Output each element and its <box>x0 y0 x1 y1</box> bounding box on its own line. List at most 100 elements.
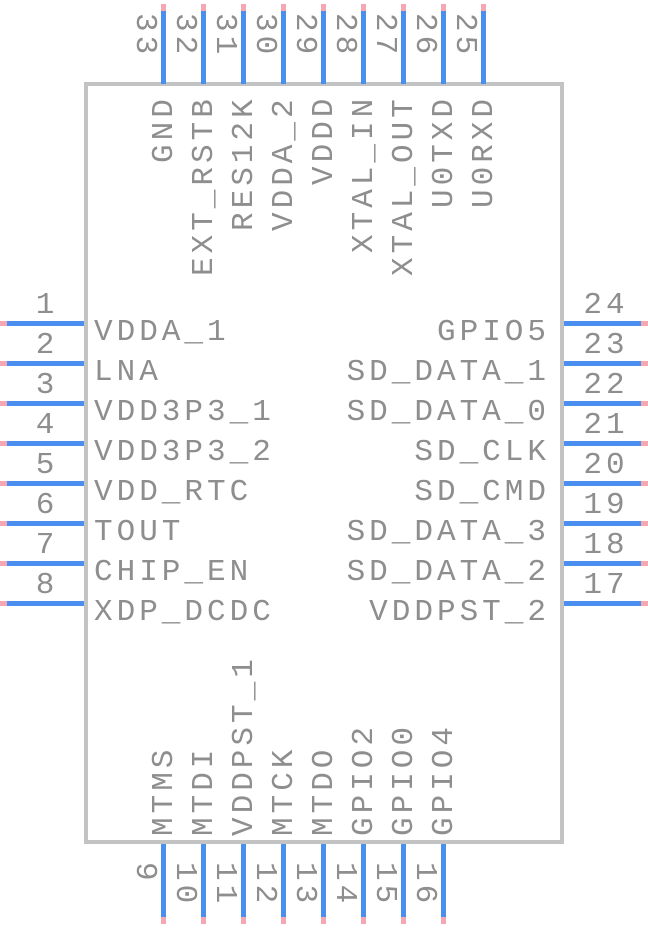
pin-number: 20 <box>583 448 629 483</box>
pin-tip <box>441 4 446 11</box>
pin-label: VDD3P3_2 <box>94 435 275 470</box>
pin-tip <box>481 4 486 11</box>
pin-number: 21 <box>583 408 629 443</box>
pin-line <box>0 361 84 366</box>
pin-label: U0RXD <box>467 94 502 208</box>
pin-tip <box>641 481 648 486</box>
pin-line <box>564 361 648 366</box>
pin-label: SD_DATA_0 <box>346 395 550 430</box>
pin-tip <box>641 441 648 446</box>
pin-label: VDD_RTC <box>94 475 253 510</box>
pin-tip <box>321 917 326 924</box>
pin-number: 13 <box>287 862 322 908</box>
pin-number: 12 <box>247 862 282 908</box>
pin-tip <box>241 4 246 11</box>
pin-line <box>564 601 648 606</box>
pin-line <box>441 844 446 924</box>
pin-line <box>481 4 486 84</box>
pin-line <box>201 4 206 84</box>
pin-tip <box>401 917 406 924</box>
pin-number: 6 <box>35 488 59 523</box>
pin-line <box>0 321 84 326</box>
pin-tip <box>201 917 206 924</box>
pin-number: 10 <box>167 862 202 908</box>
pin-number: 32 <box>167 12 202 59</box>
pin-label: VDDPST_2 <box>369 595 550 630</box>
pin-label: MTDO <box>307 745 342 836</box>
pin-label: XDP_DCDC <box>94 595 275 630</box>
pin-line <box>564 441 648 446</box>
pin-label: CHIP_EN <box>94 555 253 590</box>
pin-line <box>361 844 366 924</box>
pin-number: 27 <box>367 12 402 59</box>
pin-label: SD_CLK <box>414 435 550 470</box>
pin-tip <box>641 321 648 326</box>
pin-number: 23 <box>583 328 629 363</box>
pin-line <box>241 4 246 84</box>
pin-line <box>0 521 84 526</box>
pin-label: VDDA_1 <box>94 315 230 350</box>
pin-line <box>0 441 84 446</box>
pin-label: SD_DATA_2 <box>346 555 550 590</box>
pin-tip <box>0 321 7 326</box>
pin-tip <box>0 601 7 606</box>
pin-line <box>401 4 406 84</box>
pin-label: VDDPST_1 <box>227 655 262 836</box>
pin-number: 28 <box>327 12 362 59</box>
pin-tip <box>0 401 7 406</box>
pin-tip <box>201 4 206 11</box>
pin-number: 16 <box>407 862 442 908</box>
pin-tip <box>241 917 246 924</box>
pin-number: 15 <box>367 862 402 908</box>
pin-tip <box>0 521 7 526</box>
pin-line <box>281 4 286 84</box>
pin-tip <box>0 361 7 366</box>
pin-label: XTAL_IN <box>347 94 382 254</box>
pin-label: U0TXD <box>427 94 462 208</box>
pin-number: 31 <box>207 12 242 59</box>
pin-tip <box>0 561 7 566</box>
pin-tip <box>161 4 166 11</box>
pin-tip <box>641 601 648 606</box>
pin-label: XTAL_OUT <box>387 94 422 276</box>
pin-tip <box>641 401 648 406</box>
pin-label: MTCK <box>267 745 302 836</box>
pin-line <box>564 401 648 406</box>
pin-number: 11 <box>207 862 242 908</box>
pin-number: 3 <box>35 368 59 403</box>
pin-number: 26 <box>407 12 442 59</box>
pin-line <box>0 561 84 566</box>
pin-tip <box>441 917 446 924</box>
pin-number: 25 <box>447 12 482 59</box>
pin-line <box>161 844 166 924</box>
pin-line <box>564 521 648 526</box>
pin-label: TOUT <box>94 515 185 550</box>
pin-number: 14 <box>327 862 362 908</box>
pin-number: 7 <box>35 528 59 563</box>
pin-label: VDD3P3_1 <box>94 395 275 430</box>
pin-line <box>161 4 166 84</box>
pin-tip <box>321 4 326 11</box>
pin-line <box>564 321 648 326</box>
pin-tip <box>281 917 286 924</box>
pin-line <box>321 4 326 84</box>
pin-line <box>361 4 366 84</box>
pin-label: SD_DATA_3 <box>346 515 550 550</box>
pin-line <box>321 844 326 924</box>
pin-line <box>0 601 84 606</box>
pin-number: 2 <box>35 328 59 363</box>
pin-line <box>564 561 648 566</box>
pin-tip <box>161 917 166 924</box>
pin-line <box>201 844 206 924</box>
component-body <box>84 82 564 844</box>
pin-number: 8 <box>35 568 59 603</box>
pin-number: 4 <box>35 408 59 443</box>
pin-tip <box>641 361 648 366</box>
pin-tip <box>641 561 648 566</box>
pin-label: SD_CMD <box>414 475 550 510</box>
pin-tip <box>361 4 366 11</box>
pin-number: 30 <box>247 12 282 59</box>
pin-line <box>281 844 286 924</box>
pin-number: 1 <box>35 288 59 323</box>
